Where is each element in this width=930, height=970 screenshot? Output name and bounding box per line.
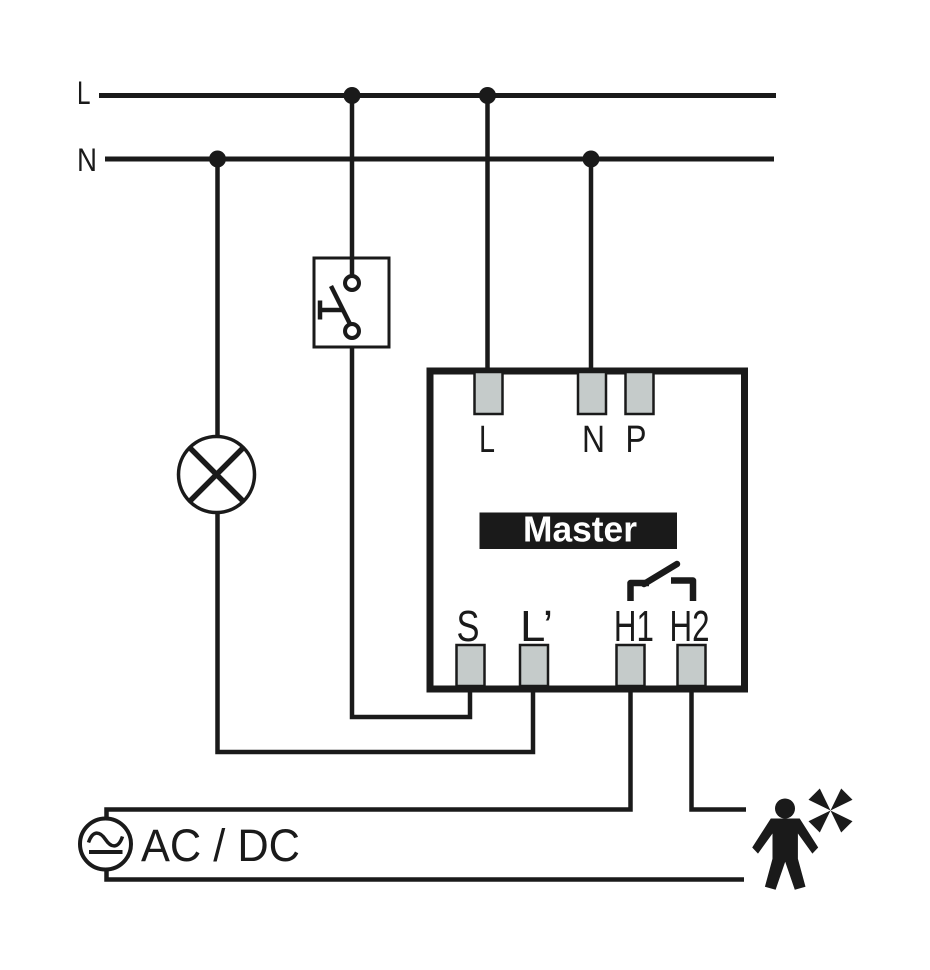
terminal-label-h2: H2 — [670, 602, 710, 651]
fan-load — [752, 788, 853, 890]
wire-source-return — [104, 868, 744, 882]
neutral-line-label: N — [77, 142, 97, 178]
terminal-pad-s — [455, 643, 486, 688]
source-ac-wave — [86, 831, 125, 848]
fan-blade — [808, 810, 831, 833]
wire-lamp-to-l2-terminal — [215, 510, 536, 755]
terminal-pad-n — [576, 370, 608, 416]
relay-contact-icon — [627, 560, 697, 601]
push-button-icon — [312, 256, 391, 349]
terminal-pad-l — [473, 370, 504, 416]
supply-lines: L N — [77, 75, 776, 178]
source-label: AC / DC — [141, 820, 300, 871]
fan-icon — [808, 788, 853, 833]
terminal-pad-l2 — [518, 643, 550, 688]
terminal-label-h1: H1 — [614, 602, 654, 651]
fan-blade — [808, 788, 831, 811]
push-button-contact-top — [343, 274, 361, 292]
terminal-label-s: S — [457, 602, 480, 651]
relay-contact-right-lead — [671, 577, 697, 601]
master-device: L N P Master S L’ H1 H2 — [426, 367, 748, 693]
push-button-lever — [328, 284, 353, 327]
live-line-label: L — [77, 75, 91, 111]
ac-dc-source-icon: AC / DC — [78, 816, 300, 872]
fan-blade — [830, 788, 853, 811]
wire-h1-to-source — [104, 682, 633, 820]
lamp-cross-stroke — [188, 446, 245, 503]
terminal-label-l: L — [479, 419, 495, 461]
fan-blade — [830, 810, 853, 833]
terminal-pad-h2 — [676, 643, 707, 688]
master-name-label: Master — [523, 509, 637, 550]
person-icon-body — [752, 818, 819, 890]
terminal-label-p: P — [626, 419, 647, 461]
relay-contact-blade — [640, 560, 681, 588]
wire-h2-to-fan — [689, 682, 746, 812]
terminal-pad-h1 — [615, 643, 646, 688]
terminal-label-n: N — [582, 419, 605, 461]
wire-button-to-s — [349, 337, 473, 720]
wires — [104, 95, 746, 882]
person-icon-head — [775, 798, 795, 819]
terminal-label-l2: L’ — [520, 602, 553, 651]
push-button-contact-bottom — [343, 322, 361, 340]
lamp-icon — [176, 434, 257, 515]
source-circle — [78, 816, 133, 872]
master-name-plate — [479, 512, 677, 549]
terminal-pad-p — [624, 370, 655, 416]
